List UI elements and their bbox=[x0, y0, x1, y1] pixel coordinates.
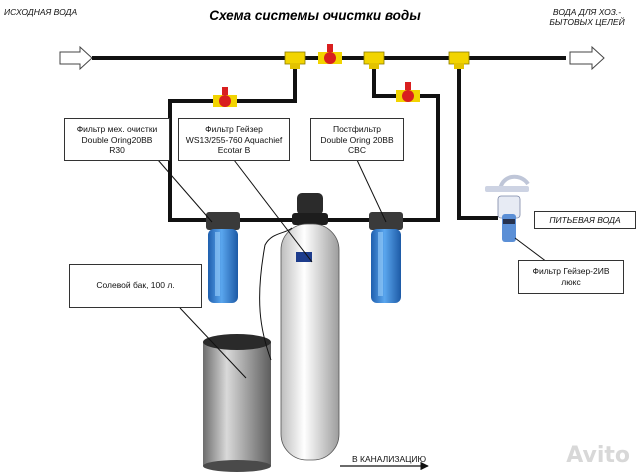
drain-label: В КАНАЛИЗАЦИЮ bbox=[352, 454, 427, 464]
bypass-valve bbox=[318, 44, 342, 64]
geyser-filter-line2: WS13/255-760 Aquachief bbox=[185, 134, 283, 145]
post-filter bbox=[369, 212, 403, 303]
tee-2 bbox=[363, 51, 385, 69]
right-branch-pipe bbox=[340, 62, 440, 222]
outlet-label-line2: БЫТОВЫХ ЦЕЛЕЙ bbox=[549, 17, 625, 27]
post-filter-label-box: Постфильтр Double Oring 20BB CBC bbox=[310, 118, 404, 161]
geyser-filter-label-box: Фильтр Гейзер WS13/255-760 Aquachief Eco… bbox=[178, 118, 290, 161]
tee-1 bbox=[284, 51, 306, 69]
avito-watermark: Avito bbox=[566, 443, 630, 468]
post-filter-line3: CBC bbox=[348, 145, 366, 155]
post-leader bbox=[356, 159, 387, 223]
post-filter-line1: Постфильтр bbox=[332, 124, 382, 134]
drinking-filter-label-box: Фильтр Гейзер-2ИВ люкс bbox=[518, 260, 624, 294]
mech-filter bbox=[206, 212, 240, 303]
drinking-filter-line1: Фильтр Гейзер-2ИВ bbox=[532, 266, 610, 276]
outlet-valve bbox=[396, 82, 420, 102]
inlet-label: ИСХОДНАЯ ВОДА bbox=[4, 7, 78, 17]
geyser-filter-line1: Фильтр Гейзер bbox=[205, 124, 263, 134]
drinking-leader bbox=[514, 237, 548, 263]
drinking-filter bbox=[485, 174, 530, 242]
inlet-arrow bbox=[59, 45, 93, 71]
inlet-valve bbox=[213, 87, 237, 107]
drinking-water-label-box: ПИТЬЕВАЯ ВОДА bbox=[534, 211, 636, 229]
geyser-filter-line3: Ecotar B bbox=[217, 145, 251, 155]
mech-filter-line2: Double Oring20BB bbox=[81, 134, 153, 145]
mech-leader bbox=[157, 159, 213, 223]
salt-tank-label: Солевой бак, 100 л. bbox=[96, 280, 175, 290]
outlet-arrow bbox=[569, 45, 605, 71]
drinking-branch-pipe bbox=[457, 62, 498, 220]
tee-3 bbox=[448, 51, 470, 69]
geyser-leader bbox=[233, 159, 313, 263]
salt-tank-label-box: Солевой бак, 100 л. bbox=[69, 264, 202, 308]
softener-tank bbox=[280, 193, 340, 461]
mech-filter-line3: R30 bbox=[109, 145, 125, 155]
outlet-label-line1: ВОДА ДЛЯ ХОЗ.- bbox=[552, 7, 622, 17]
outlet-label: ВОДА ДЛЯ ХОЗ.- БЫТОВЫХ ЦЕЛЕЙ bbox=[538, 7, 636, 27]
mech-filter-line1: Фильтр мех. очистки bbox=[76, 124, 158, 134]
mech-filter-label-box: Фильтр мех. очистки Double Oring20BB R30 bbox=[64, 118, 170, 161]
salt-tank bbox=[203, 334, 271, 472]
salt-leader bbox=[179, 307, 247, 379]
post-filter-line2: Double Oring 20BB bbox=[320, 134, 394, 145]
drinking-filter-line2: люкс bbox=[561, 276, 581, 287]
brine-line bbox=[259, 227, 293, 361]
diagram-title: Схема системы очистки воды bbox=[209, 8, 421, 23]
drinking-water-label: ПИТЬЕВАЯ ВОДА bbox=[549, 215, 621, 225]
